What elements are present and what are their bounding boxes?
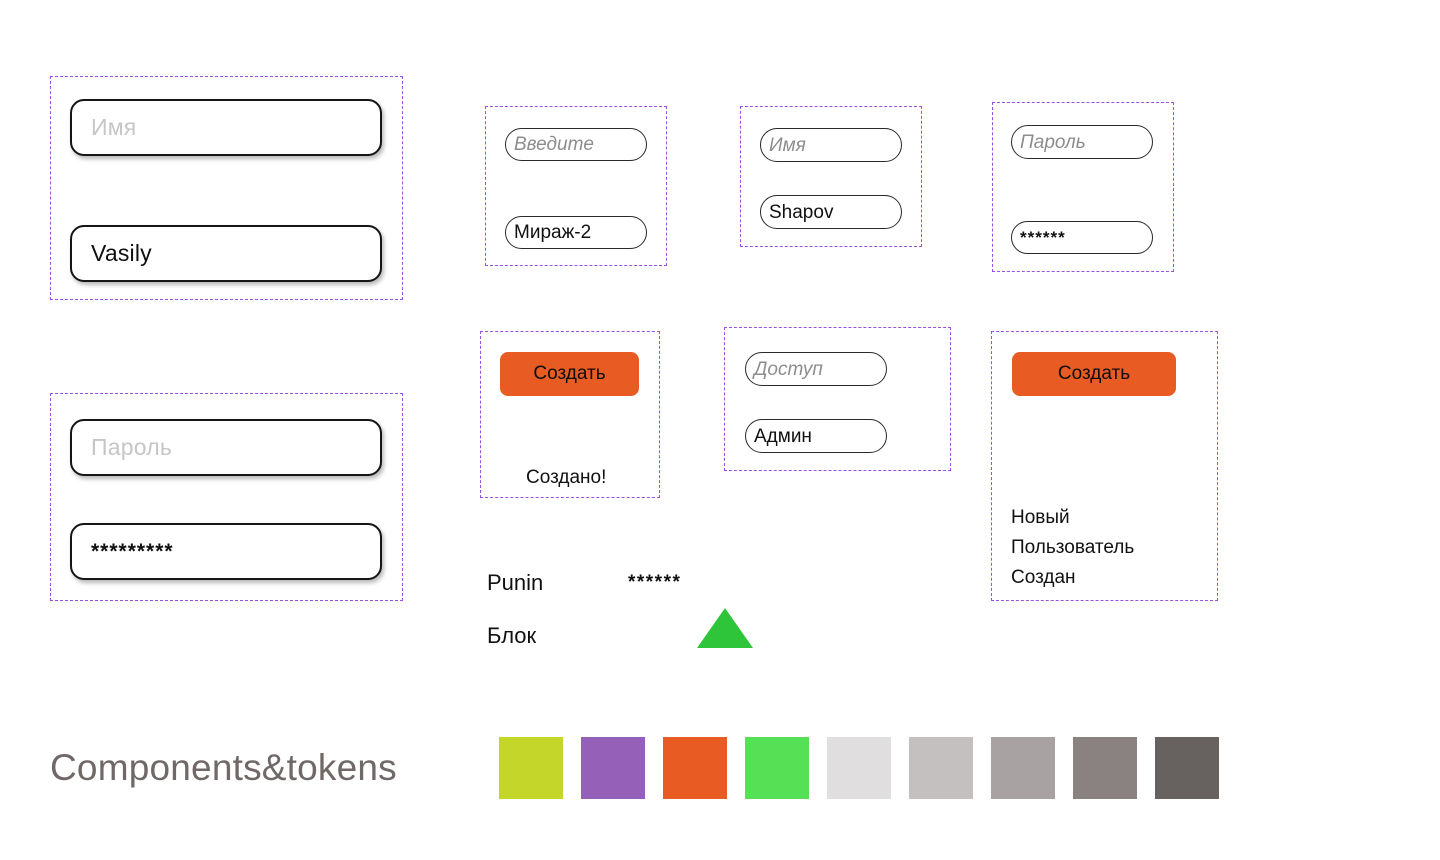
group-frame-password-small bbox=[992, 102, 1174, 272]
input-small-filled[interactable]: Мираж-2 bbox=[505, 216, 647, 249]
color-token-swatch bbox=[1155, 737, 1219, 799]
access-small-filled[interactable]: Админ bbox=[745, 419, 887, 453]
group-frame-name-small bbox=[740, 106, 922, 247]
page-title: Components&tokens bbox=[50, 747, 397, 788]
record-masked-value: ****** bbox=[628, 572, 682, 593]
create-button-long[interactable]: Создать bbox=[1012, 352, 1176, 396]
group-frame-input-small bbox=[485, 106, 667, 266]
create-status-short: Создано! bbox=[526, 467, 607, 488]
color-token-swatch bbox=[991, 737, 1055, 799]
name-input-placeholder[interactable]: Имя bbox=[70, 99, 382, 156]
color-token-swatch bbox=[909, 737, 973, 799]
record-label-blok: Блок bbox=[487, 623, 537, 648]
password-small-filled[interactable]: ****** bbox=[1011, 221, 1153, 254]
password-input-placeholder[interactable]: Пароль bbox=[70, 419, 382, 476]
color-token-swatch bbox=[827, 737, 891, 799]
create-status-long: Новый Пользователь Создан bbox=[1011, 507, 1135, 588]
name-input-filled[interactable]: Vasily bbox=[70, 225, 382, 282]
password-small-placeholder[interactable]: Пароль bbox=[1011, 125, 1153, 159]
color-token-swatch bbox=[499, 737, 563, 799]
color-token-swatch bbox=[581, 737, 645, 799]
record-name: Punin bbox=[487, 570, 544, 595]
name-small-placeholder[interactable]: Имя bbox=[760, 128, 902, 162]
group-frame-password-large bbox=[50, 393, 403, 601]
group-frame-access-small bbox=[724, 327, 951, 471]
color-token-swatch bbox=[1073, 737, 1137, 799]
name-small-filled[interactable]: Shapov bbox=[760, 195, 902, 229]
triangle-up-icon bbox=[697, 608, 753, 648]
group-frame-name-large bbox=[50, 76, 403, 300]
color-token-swatch bbox=[663, 737, 727, 799]
color-token-swatch bbox=[745, 737, 809, 799]
access-small-placeholder[interactable]: Доступ bbox=[745, 352, 887, 386]
create-button-short[interactable]: Создать bbox=[500, 352, 639, 396]
group-frame-create-long bbox=[991, 331, 1218, 601]
group-frame-create-short bbox=[480, 331, 660, 498]
password-input-filled[interactable]: ********* bbox=[70, 523, 382, 580]
input-small-placeholder[interactable]: Введите bbox=[505, 128, 647, 161]
